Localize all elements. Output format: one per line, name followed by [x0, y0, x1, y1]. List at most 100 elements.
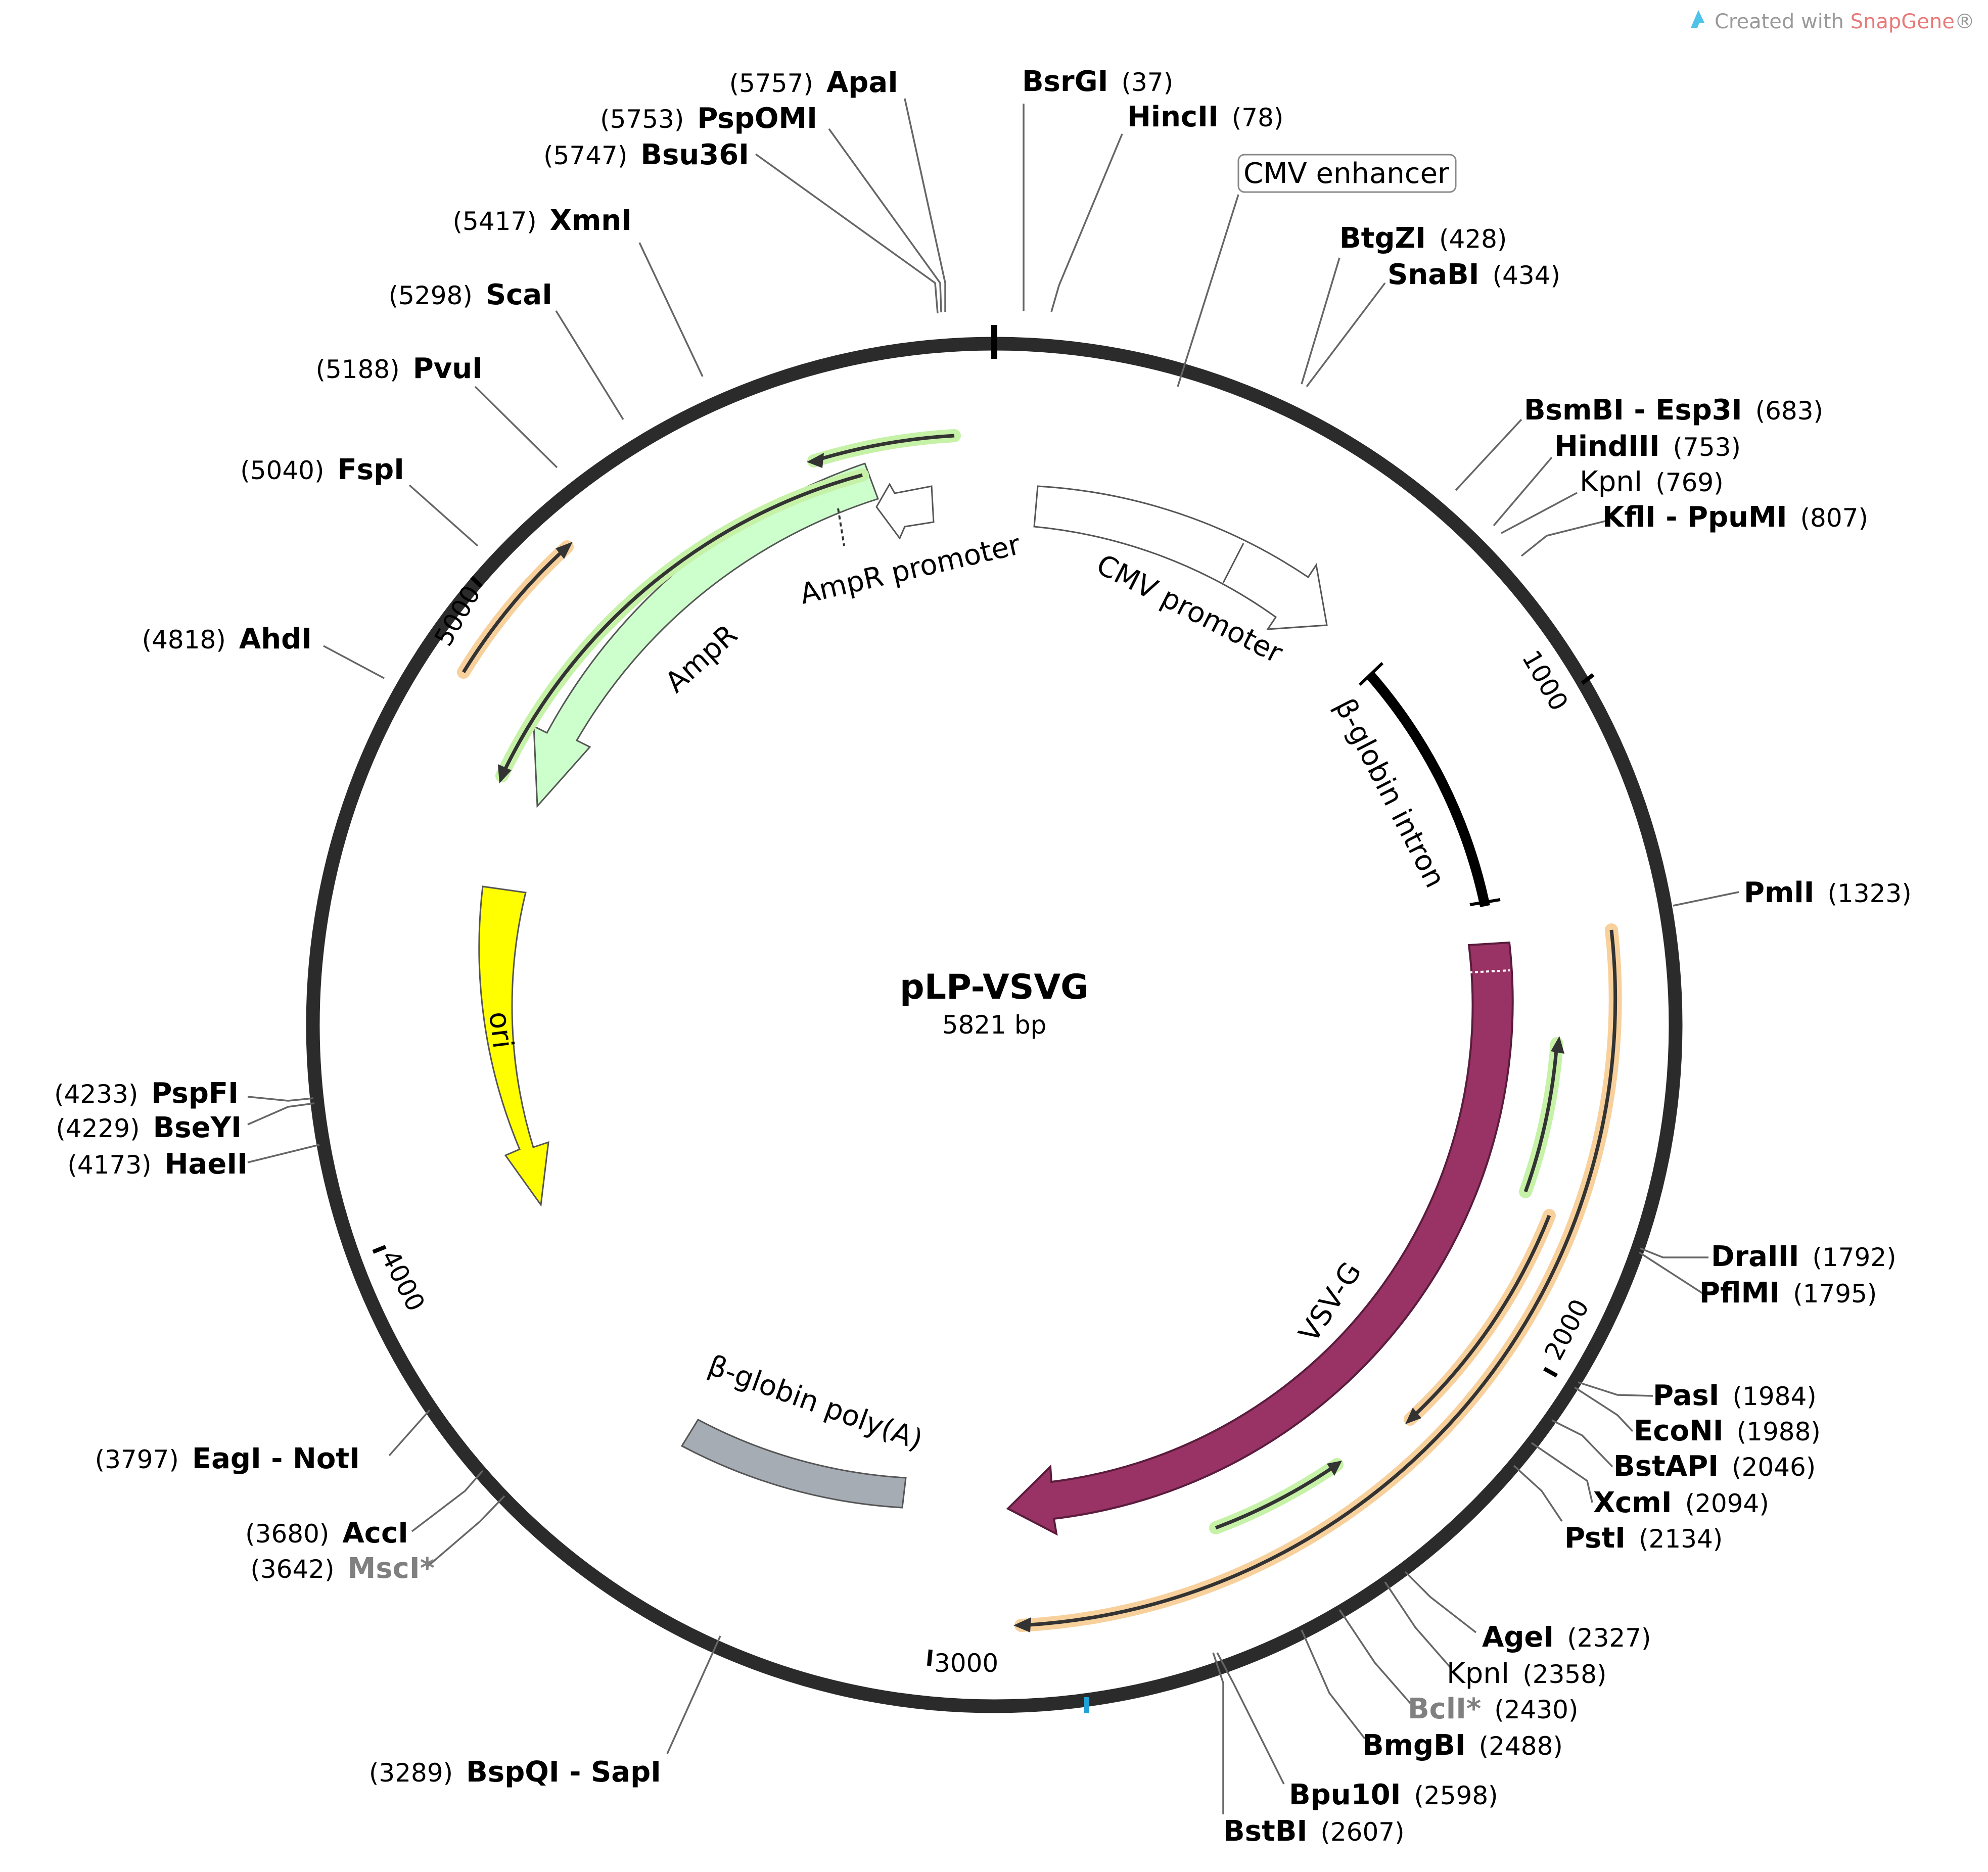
enzyme-pasi[interactable]: PasI(1984): [1653, 1379, 1817, 1412]
leader-bstapi: [1551, 1419, 1613, 1468]
enzyme-agei[interactable]: AgeI(2327): [1482, 1621, 1651, 1654]
enzyme-econi[interactable]: EcoNI(1988): [1634, 1415, 1821, 1447]
enzyme-apai[interactable]: (5757)ApaI: [729, 66, 898, 99]
ori-arrow[interactable]: [478, 885, 549, 1207]
enzyme-bsu36i[interactable]: (5747)Bsu36I: [543, 138, 749, 171]
leader-eagi: [388, 1409, 431, 1457]
enzyme-pmli[interactable]: PmlI(1323): [1744, 876, 1912, 909]
enzyme-hindiii[interactable]: HindIII(753): [1554, 430, 1741, 463]
tick-4000: [372, 1245, 387, 1254]
tick-3000: [927, 1649, 933, 1666]
enzyme-bseyi[interactable]: (4229)BseYI: [56, 1111, 242, 1144]
enzyme-bspqi-sapi[interactable]: (3289)BspQI - SapI: [369, 1756, 661, 1789]
leader-xmni: [638, 242, 704, 377]
leader-ahdi: [323, 645, 385, 679]
enzyme-snabi[interactable]: SnaBI(434): [1388, 258, 1560, 291]
enzyme-haeii[interactable]: (4173)HaeII: [67, 1148, 248, 1181]
leader-bstbi: [1212, 1652, 1224, 1814]
plasmid-name: pLP-VSVG: [900, 967, 1089, 1007]
orf-orange-1-glow: [457, 540, 574, 679]
enzyme-ahdi[interactable]: (4818)AhdI: [142, 623, 312, 656]
orf-green-4[interactable]: [1215, 1463, 1338, 1530]
orf-orange-3-head: [1405, 1408, 1421, 1424]
leader-psti: [1513, 1465, 1563, 1522]
tick-1000: [1581, 673, 1595, 685]
leader-apai: [904, 98, 946, 312]
enzyme-pspomi[interactable]: (5753)PspOMI: [600, 102, 817, 135]
intron-cap-end: [1469, 898, 1501, 906]
leader-draiii: [1640, 1247, 1708, 1258]
leader-pspomi: [828, 128, 942, 313]
ampr-promoter-arrow[interactable]: [875, 482, 935, 540]
orf-green-3[interactable]: [1523, 1043, 1559, 1193]
orf-green-3-head: [1551, 1036, 1564, 1054]
enzyme-pspfi[interactable]: (4233)PspFI: [54, 1077, 239, 1110]
leader-kpni-1: [1501, 492, 1578, 534]
leader-snabi: [1306, 282, 1386, 388]
enzyme-pvui[interactable]: (5188)PvuI: [315, 352, 483, 385]
vsv-g-divider: [1469, 969, 1510, 973]
leader-hincii: [1050, 133, 1123, 312]
cmv-enhancer-label: CMV enhancer: [1243, 157, 1450, 190]
enzyme-xmni[interactable]: (5417)XmnI: [453, 204, 632, 237]
leader-scai: [555, 310, 624, 420]
ampr-promoter-label: AmpR promoter: [797, 528, 1024, 611]
leader-kpni-2: [1384, 1581, 1452, 1669]
enzyme-btgzi[interactable]: BtgZI(428): [1339, 222, 1507, 255]
leader-bmgbi: [1301, 1629, 1366, 1740]
enzyme-bcli[interactable]: BclI*(2430): [1408, 1693, 1578, 1725]
leader-kfli: [1520, 520, 1608, 557]
enzyme-bstbi[interactable]: BstBI(2607): [1223, 1815, 1405, 1848]
enzyme-msci[interactable]: (3642)MscI*: [250, 1552, 435, 1585]
enzyme-draiii[interactable]: DraIII(1792): [1711, 1240, 1897, 1273]
leader-btgzi: [1301, 257, 1340, 385]
leader-fspi: [408, 484, 479, 547]
intron-cap-start: [1358, 662, 1384, 686]
enzyme-kfli-ppumi[interactable]: KflI - PpuMI(807): [1602, 501, 1868, 534]
enzyme-bstapi[interactable]: BstAPI(2046): [1613, 1450, 1816, 1483]
enzyme-bsmbi-esp3i[interactable]: BsmBI - Esp3I(683): [1524, 394, 1823, 427]
enzyme-bpu10i[interactable]: Bpu10I(2598): [1289, 1779, 1498, 1811]
leader-agei: [1404, 1571, 1477, 1633]
leader-cmv-enhancer: [1177, 194, 1239, 387]
enzyme-eagi-noti[interactable]: (3797)EagI - NotI: [95, 1442, 360, 1475]
orf-orange-1[interactable]: [462, 545, 569, 673]
ori-label: ori: [482, 1010, 519, 1050]
enzyme-pflmi[interactable]: PflMI(1795): [1699, 1277, 1877, 1309]
leader-bsu36i: [755, 153, 939, 314]
enzyme-hincii[interactable]: HincII(78): [1127, 101, 1283, 133]
tick-5000: [470, 576, 483, 588]
enzyme-kpni-769[interactable]: KpnI(769): [1580, 465, 1724, 498]
enzyme-leaders: [247, 98, 1739, 1814]
snapgene-logo-icon: [1691, 10, 1704, 28]
orf-orange-3[interactable]: [1409, 1214, 1551, 1421]
leader-pvui: [474, 386, 558, 469]
enzyme-bsrgi[interactable]: BsrGI(37): [1022, 65, 1173, 98]
orf-orange-2[interactable]: [1021, 929, 1617, 1627]
leader-pspfi: [247, 1096, 314, 1102]
leader-bspqi: [666, 1635, 721, 1754]
leader-bcli: [1338, 1609, 1411, 1704]
enzyme-kpni-2358[interactable]: KpnI(2358): [1447, 1657, 1607, 1690]
enzyme-acci[interactable]: (3680)AccI: [245, 1517, 408, 1550]
beta-globin-intron-bar[interactable]: [1366, 671, 1490, 908]
orf-green-4-head: [1327, 1461, 1342, 1476]
leader-pasi: [1578, 1381, 1653, 1397]
cmv-promoter-arrow[interactable]: [1033, 485, 1328, 630]
vsv-g-arrow[interactable]: [1006, 941, 1514, 1536]
enzyme-xcmi[interactable]: XcmI(2094): [1593, 1486, 1769, 1519]
tick-2000: [1543, 1367, 1558, 1378]
beta-globin-polya-box[interactable]: [680, 1419, 907, 1509]
enzyme-fspi[interactable]: (5040)FspI: [240, 453, 404, 486]
enzyme-bmgbi[interactable]: BmgBI(2488): [1362, 1729, 1563, 1762]
ampr-label: AmpR: [659, 618, 744, 699]
cmv-enhancer-divider: [1222, 543, 1244, 583]
orf-green-2[interactable]: [500, 473, 863, 777]
enzyme-labels: BsrGI(37) HincII(78) BtgZI(428) SnaBI(43…: [54, 65, 1912, 1848]
leader-bsmbi: [1455, 418, 1522, 491]
leader-pmli: [1673, 891, 1739, 907]
enzyme-scai[interactable]: (5298)ScaI: [389, 278, 552, 311]
orf-green-1[interactable]: [813, 434, 955, 463]
enzyme-psti[interactable]: PstI(2134): [1564, 1522, 1723, 1555]
